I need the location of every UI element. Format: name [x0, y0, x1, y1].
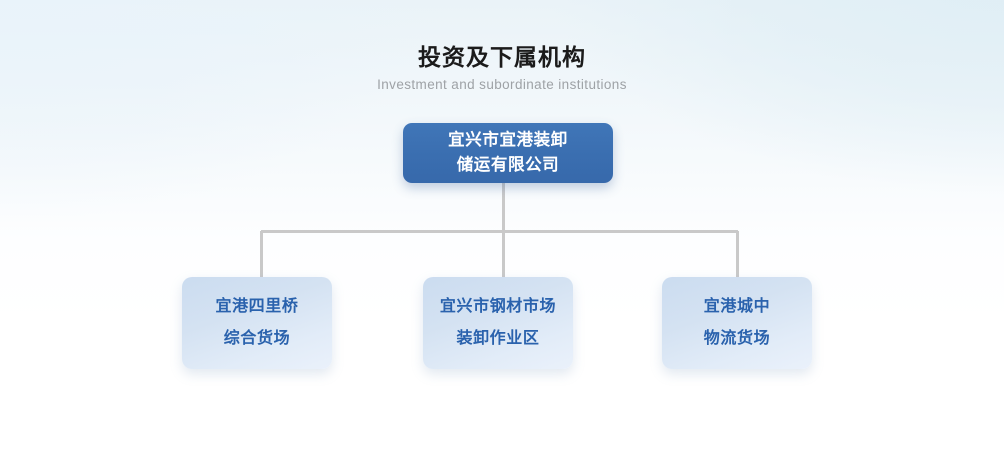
page-title: 投资及下属机构	[418, 44, 586, 70]
org-node-child-2[interactable]: 宜港城中 物流货场	[662, 277, 812, 369]
org-node-child-0[interactable]: 宜港四里桥 综合货场	[182, 277, 332, 369]
org-node-root-label: 宜兴市宜港装卸 储运有限公司	[448, 131, 568, 174]
org-node-child-1-label: 宜兴市钢材市场 装卸作业区	[439, 298, 557, 347]
org-node-child-2-label: 宜港城中 物流货场	[703, 298, 771, 347]
org-node-child-1[interactable]: 宜兴市钢材市场 装卸作业区	[423, 277, 573, 369]
org-node-root[interactable]: 宜兴市宜港装卸 储运有限公司	[403, 123, 613, 183]
page-subtitle: Investment and subordinate institutions	[377, 77, 627, 92]
org-node-child-0-label: 宜港四里桥 综合货场	[215, 298, 299, 347]
page-heading: 投资及下属机构 Investment and subordinate insti…	[0, 42, 1004, 94]
